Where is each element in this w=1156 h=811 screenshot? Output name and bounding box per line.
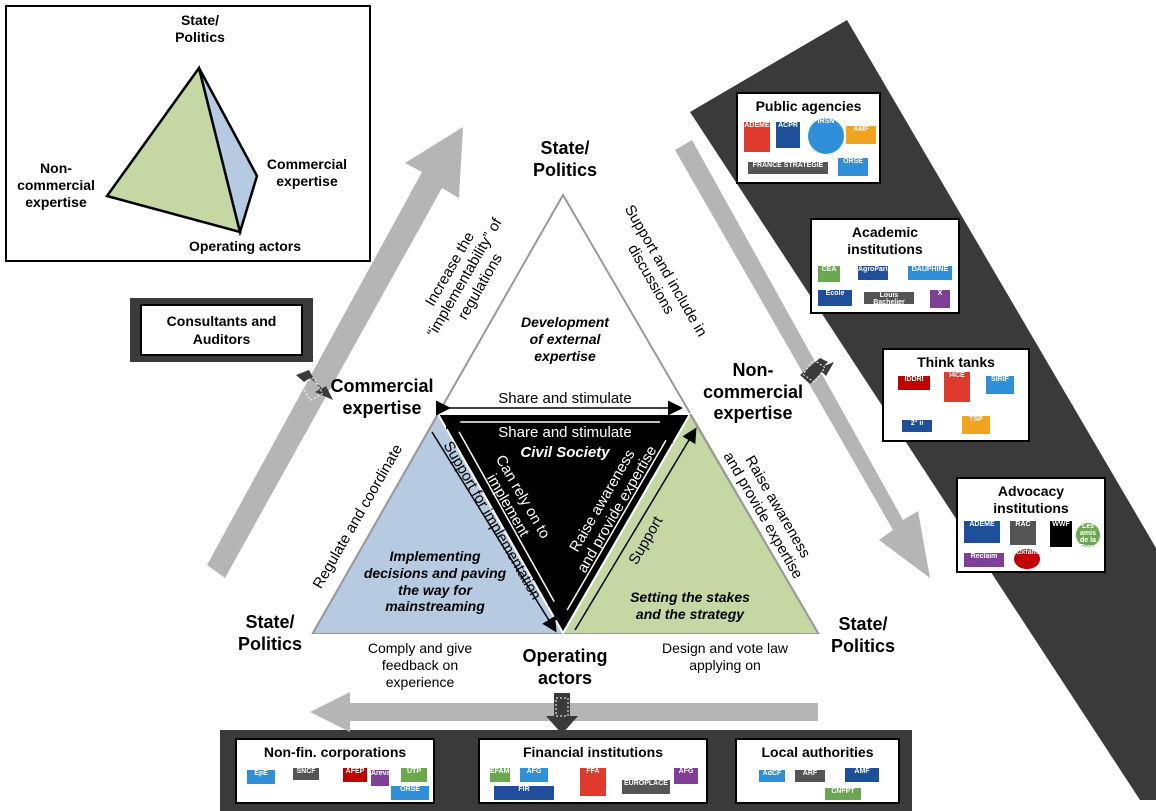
logo-local-3: CNFPT: [825, 788, 861, 800]
logo-nonfin-0: EpE: [247, 770, 275, 784]
financial-card: Financial institutions EFAMA FIR AFG FFA…: [478, 738, 708, 804]
corner-bottom-operating: Operating actors: [522, 646, 608, 688]
logo-academic-1: AgroParis: [858, 266, 888, 280]
connector-arrow-consultants: [296, 370, 333, 400]
inset-label-bottom: Operating actors: [188, 238, 302, 254]
logo-financial-5: AFG: [674, 768, 698, 784]
inner-edge-left: [312, 413, 439, 634]
think-tanks-title: Think tanks: [917, 354, 995, 370]
gray-arrow-right-diagonal: [675, 140, 930, 578]
logo-nonfin-1: SNCF: [293, 768, 319, 780]
logo-public-5: ORSE: [838, 158, 868, 176]
logo-advocacy-3: Les amis de la Terre: [1076, 523, 1100, 547]
share-inner-label: Share and stimulate: [498, 424, 632, 441]
logo-advocacy-4: Reclaim: [964, 553, 1004, 567]
design-vote-label: Design and vote law applying on: [661, 640, 789, 673]
sector-right-stakes: Setting the stakes and the strategy: [630, 589, 750, 622]
logo-financial-4: EUROPLACE: [622, 780, 670, 794]
inset-blue-face: [197, 67, 259, 237]
logo-financial-1: FIR: [494, 786, 554, 800]
comply-label: Comply and give feedback on experience: [367, 640, 473, 690]
consultants-card: Consultants and Auditors: [140, 304, 303, 356]
logo-public-4: FRANCE STRATEGIE: [748, 162, 828, 174]
advocacy-card: Advocacy institutions ADEME RAC WWF Les …: [956, 477, 1106, 573]
financial-title: Financial institutions: [522, 744, 663, 760]
corner-right-noncommercial: Non- commercial expertise: [702, 360, 804, 424]
logo-think-0: IDDRI: [898, 376, 930, 390]
public-agencies-title: Public agencies: [755, 98, 862, 114]
consultants-label: Consultants and Auditors: [166, 313, 277, 348]
logo-public-3: AMF: [846, 126, 876, 144]
logo-public-0: ADEME: [744, 122, 770, 152]
logo-nonfin-4: UTP: [401, 768, 427, 782]
logo-nonfin-3: Areva: [371, 770, 389, 786]
logo-academic-2: DAUPHINE: [908, 266, 952, 280]
logo-academic-4: Louis Bachelier: [864, 292, 914, 304]
logo-nonfin-5: ORSE: [391, 786, 429, 800]
think-tanks-card: Think tanks IDDRI I4CE SIRIF 2° ii TSP: [882, 348, 1030, 442]
logo-local-0: AMF: [845, 768, 879, 782]
non-fin-title: Non-fin. corporations: [263, 744, 407, 760]
logo-local-1: AdCF: [759, 770, 785, 782]
inset-label-right: Commercial expertise: [266, 156, 348, 189]
logo-nonfin-2: AFEP: [343, 768, 367, 782]
logo-academic-5: X: [930, 290, 950, 308]
share-outer-label: Share and stimulate: [498, 390, 632, 407]
connector-arrow-right: [800, 358, 834, 384]
corner-bottom-right-state: State/ Politics: [830, 614, 896, 656]
logo-think-2: SIRIF: [986, 376, 1014, 394]
logo-academic-3: Ecole: [818, 290, 852, 306]
academic-card: Academic institutions CEA AgroParis DAUP…: [810, 218, 960, 314]
civil-society-label: Civil Society: [520, 444, 610, 461]
corner-left-commercial: Commercial expertise: [330, 376, 434, 418]
gray-arrow-left-diagonal: [207, 127, 463, 578]
connector-dashed-bottom: [555, 697, 569, 717]
inner-right-white-line: [553, 427, 674, 627]
inset-label-top: State/ Politics: [175, 12, 225, 45]
logo-advocacy-5: Oxfam: [1014, 549, 1040, 569]
sector-top-development: Development of external expertise: [521, 314, 609, 364]
logo-advocacy-1: RAC: [1010, 521, 1036, 545]
logo-think-4: TSP: [962, 416, 990, 434]
non-fin-card: Non-fin. corporations EpE SNCF AFEP Arev…: [235, 738, 435, 804]
corner-top-state: State/ Politics: [532, 138, 598, 180]
logo-public-1: ACPR: [776, 122, 800, 148]
logo-advocacy-0: ADEME: [964, 521, 1000, 543]
academic-title: Academic institutions: [847, 224, 923, 257]
logo-think-3: 2° ii: [902, 420, 932, 432]
local-title: Local authorities: [761, 744, 874, 760]
logo-think-1: I4CE: [944, 372, 970, 402]
inner-left-white-line: [445, 415, 562, 615]
logo-financial-3: FFA: [580, 768, 606, 796]
logo-advocacy-2: WWF: [1050, 521, 1072, 547]
inner-edge-right: [689, 413, 819, 634]
connector-arrow-bottom: [546, 693, 578, 734]
logo-public-2: IRSN: [808, 118, 844, 154]
local-card: Local authorities AMF AdCF ARF CNFPT: [735, 738, 900, 804]
sector-left-implementing: Implementing decisions and paving the wa…: [363, 548, 507, 615]
logo-academic-0: CEA: [818, 266, 840, 282]
advocacy-title: Advocacy institutions: [993, 483, 1069, 516]
inset-label-left: Non- commercial expertise: [17, 160, 95, 210]
corner-bottom-left-state: State/ Politics: [237, 612, 303, 654]
logo-financial-2: AFG: [520, 768, 548, 782]
logo-financial-0: EFAMA: [490, 768, 510, 782]
logo-local-2: ARF: [795, 770, 825, 782]
public-agencies-card: Public agencies ADEME ACPR IRSN AMF FRAN…: [736, 92, 881, 184]
